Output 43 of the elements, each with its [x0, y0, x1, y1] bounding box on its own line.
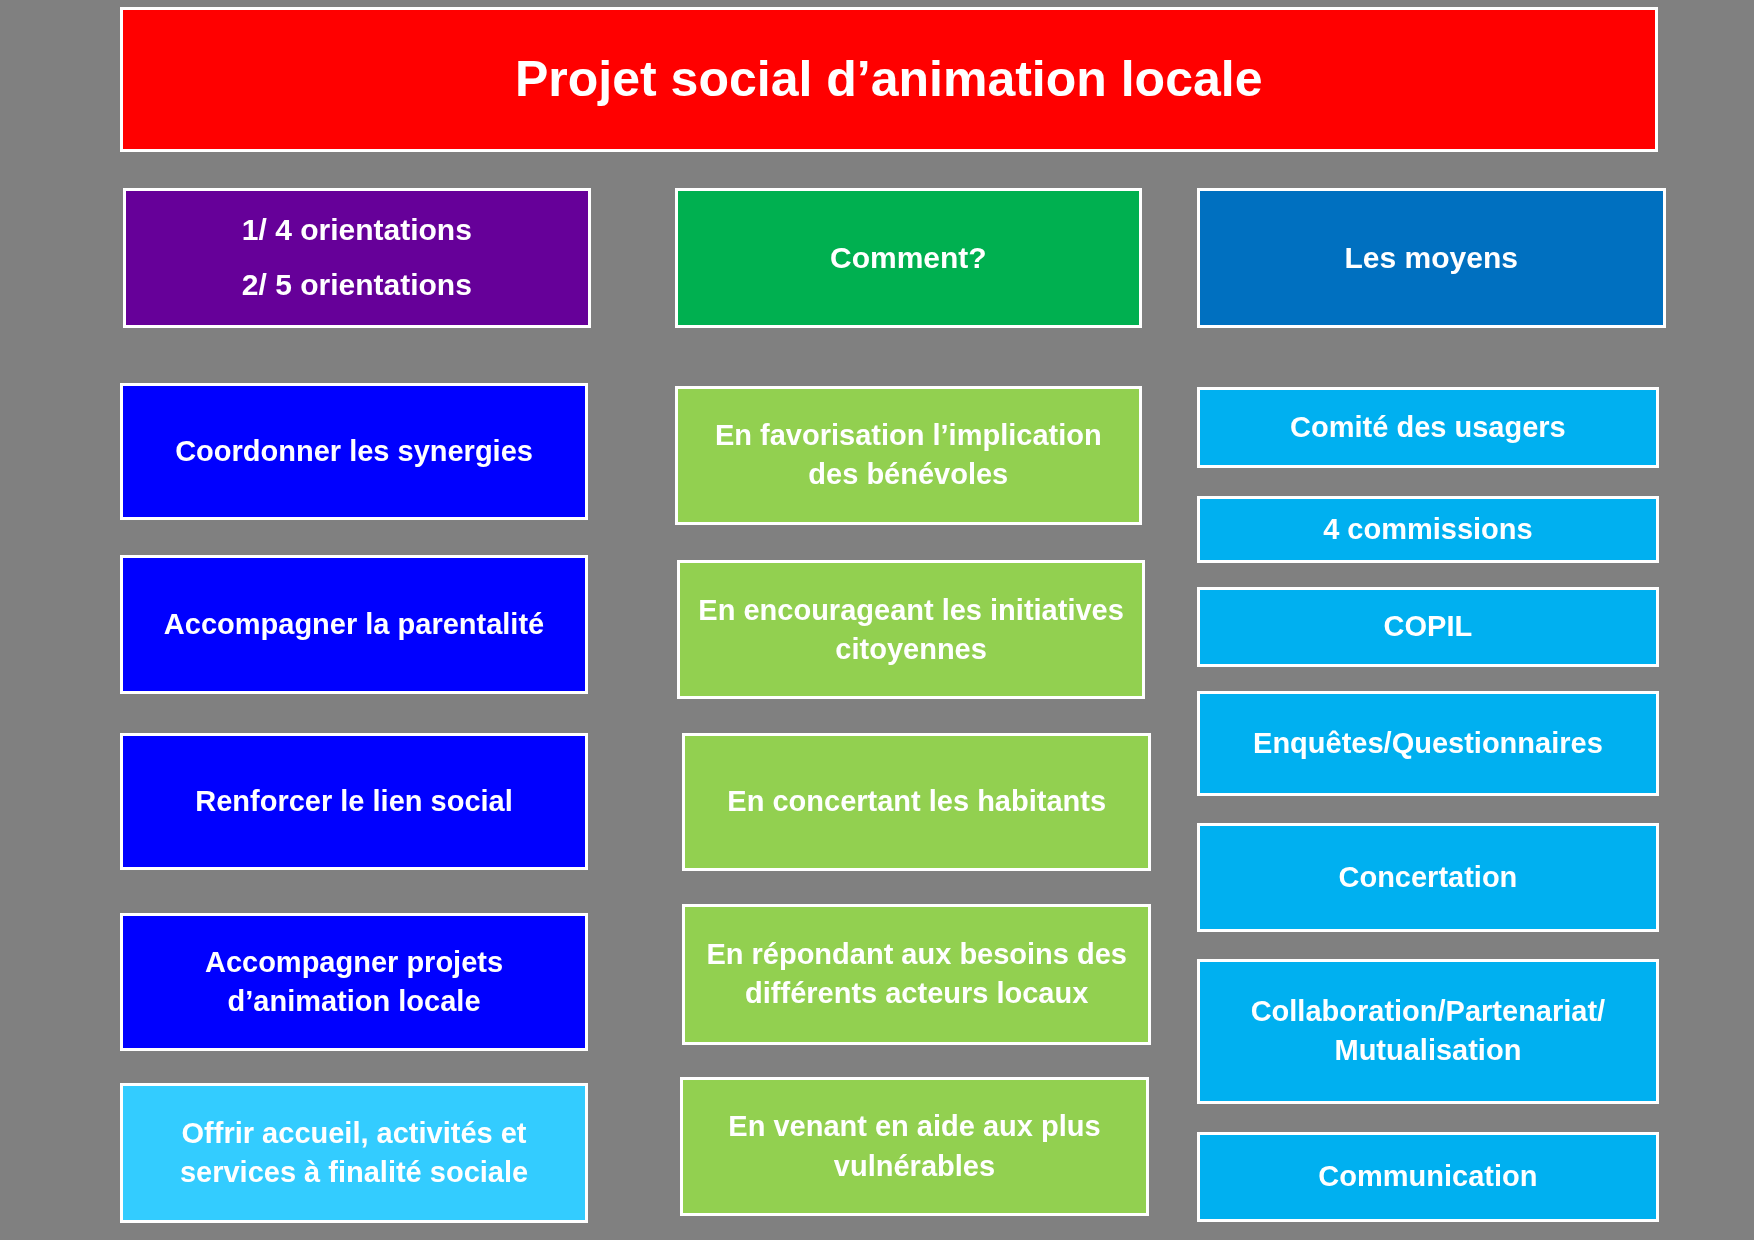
means-box — [1196, 691, 1659, 797]
orientation-box — [119, 912, 589, 1052]
method-box — [680, 1077, 1149, 1216]
means-box — [1196, 387, 1659, 468]
box-label: Coordonner les synergies — [175, 433, 533, 469]
box-label: En encourageant les initiatives citoyennes — [697, 592, 1125, 667]
box-label: Accompagner projets d’animation locale — [203, 945, 505, 1020]
box-label: En venant en aide aux plus vulnérables — [727, 1109, 1102, 1184]
means-box — [1196, 823, 1659, 932]
means-box — [1196, 958, 1659, 1105]
box-label: En concertant les habitants — [727, 784, 1107, 820]
column-header — [123, 187, 591, 328]
box-label: 4 commissions — [1323, 511, 1533, 547]
column-header — [674, 187, 1143, 328]
orientation-box — [119, 732, 589, 871]
orientation-box — [119, 554, 589, 694]
column-header — [1196, 187, 1666, 328]
box-label: Collaboration/Partenariat/ Mutualisation — [1249, 994, 1607, 1069]
orientation-box — [119, 1082, 589, 1223]
method-box — [682, 732, 1152, 872]
method-box — [674, 385, 1143, 525]
method-box — [676, 560, 1146, 700]
box-label: 2/ 5 orientations — [241, 266, 472, 303]
orientation-box — [119, 382, 589, 521]
means-box — [1196, 495, 1659, 563]
box-label: Offrir accueil, activités et services à finalité sociale — [178, 1115, 530, 1190]
box-label: COPIL — [1383, 609, 1473, 645]
box-label: Renforcer le lien social — [195, 783, 513, 819]
box-label: Communication — [1318, 1159, 1538, 1195]
title-banner — [119, 6, 1658, 153]
box-label: En favorisation l’implication des bénévoles — [713, 418, 1103, 493]
box-label: Concertation — [1338, 859, 1518, 895]
box-label: En répondant aux besoins des différents acteurs locaux — [705, 937, 1128, 1012]
means-box — [1196, 1132, 1659, 1222]
box-label: Enquêtes/Questionnaires — [1253, 726, 1603, 762]
box-label: Comité des usagers — [1290, 409, 1566, 445]
box-label: Comment? — [829, 239, 987, 276]
box-label: Accompagner la parentalité — [163, 606, 545, 642]
method-box — [682, 903, 1152, 1045]
box-label: 1/ 4 orientations — [241, 212, 472, 249]
box-label: Les moyens — [1344, 239, 1518, 276]
means-box — [1196, 587, 1659, 667]
box-label: Projet social d’animation locale — [515, 49, 1263, 109]
